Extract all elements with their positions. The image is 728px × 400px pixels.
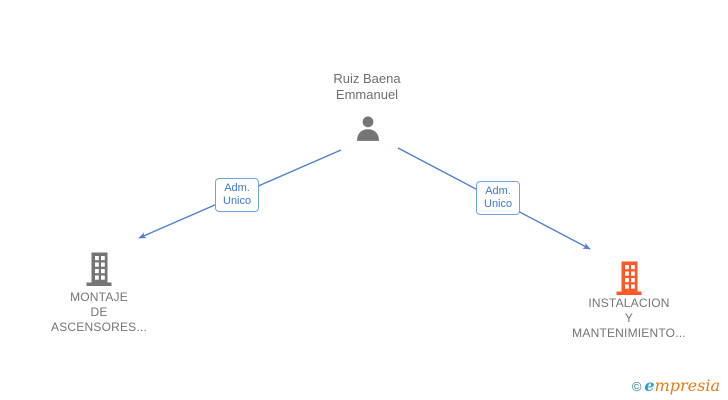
company-name-line2: Y [624,311,634,325]
edge-label-adm-unico-left: Adm. Unico [215,178,260,212]
edge-label-adm-unico-right: Adm. Unico [476,181,521,215]
company-name-line1: INSTALACION [588,296,670,310]
empresia-logo[interactable]: ©empresia [632,377,720,396]
empresia-logo-e: e [644,376,655,395]
company-name-line2: DE [90,305,108,319]
company-node-montaje[interactable]: MONTAJE DE ASCENSORES... [29,290,169,335]
edge-label-line2: Unico [484,198,513,210]
company-node-instalacion[interactable]: INSTALACION Y MANTENIMIENTO... [549,296,709,341]
copyright-icon: © [631,379,642,394]
building-icon-montaje[interactable] [84,251,114,287]
person-silhouette-icon[interactable] [354,114,382,143]
person-name-line1: Ruiz Baena [333,71,401,86]
edge-label-line1: Adm. [485,185,511,197]
person-node-label[interactable]: Ruiz Baena Emmanuel [286,71,448,103]
building-icon-instalacion[interactable] [614,260,644,296]
empresia-logo-text: mpresia [654,376,720,395]
edge-label-line1: Adm. [224,182,250,194]
company-name-line3: ASCENSORES... [51,320,147,334]
company-name-line1: MONTAJE [70,290,128,304]
edge-label-line2: Unico [223,195,252,207]
person-name-line2: Emmanuel [335,87,399,102]
company-name-line3: MANTENIMIENTO... [572,326,686,340]
